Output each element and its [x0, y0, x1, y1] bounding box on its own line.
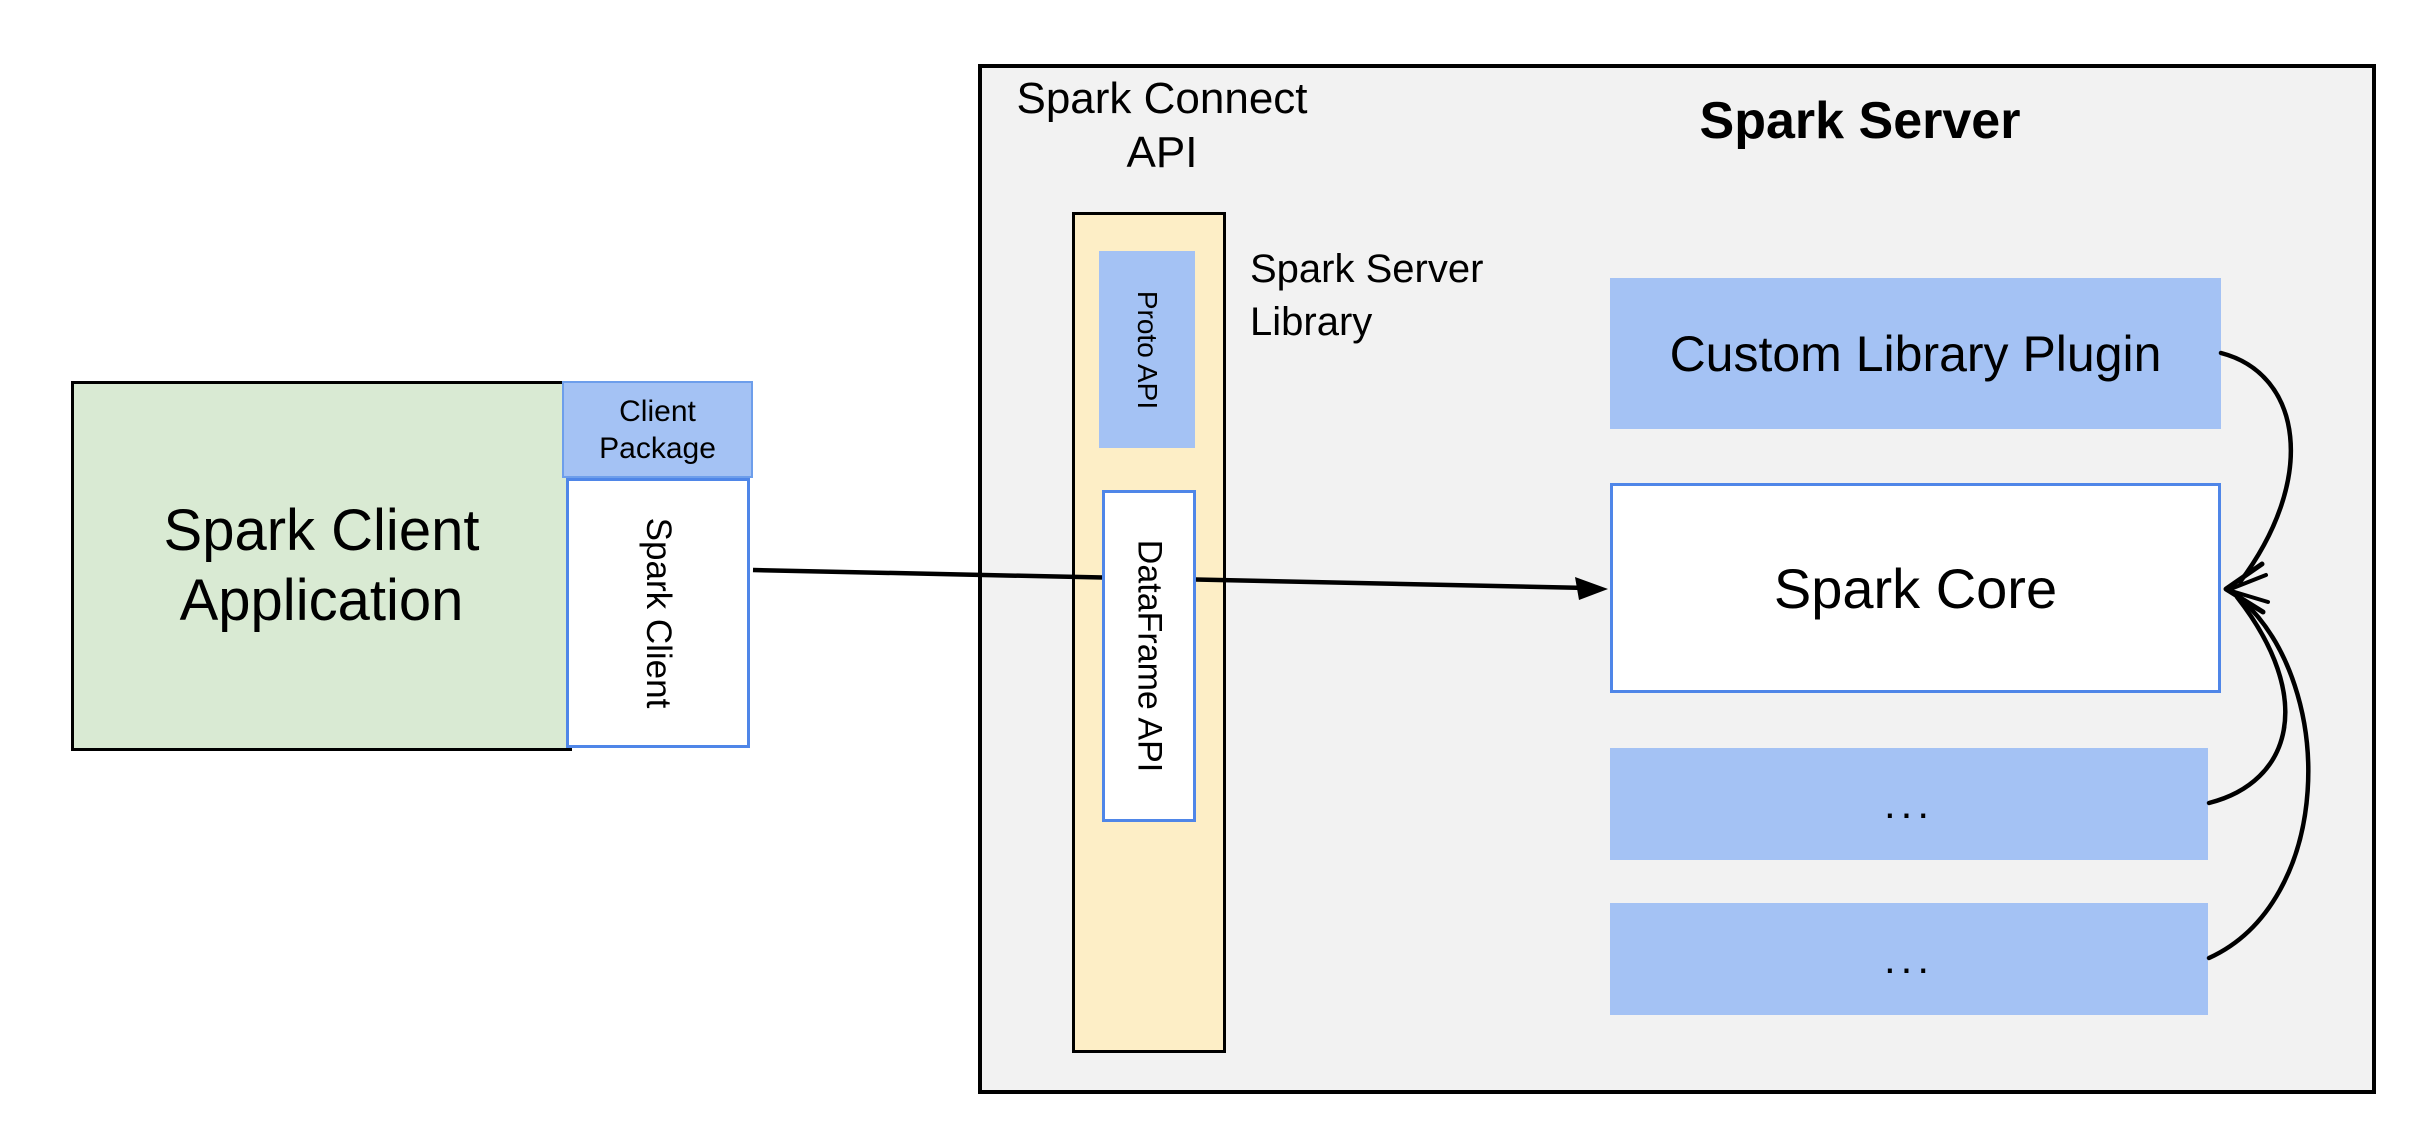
spark-server-title-text: Spark Server — [1699, 92, 2021, 150]
proto-api-box: Proto API — [1099, 251, 1195, 448]
plugin-slot-1-label: ... — [1883, 780, 1934, 827]
spark-client-application-line2: Application — [179, 568, 464, 633]
spark-client-label: Spark Client — [639, 517, 678, 709]
plugin-slot-2-box: ... — [1610, 903, 2208, 1015]
client-package-label-line1: Client — [619, 394, 696, 428]
custom-library-plugin-box: Custom Library Plugin — [1610, 278, 2221, 429]
spark-server-library-label-line2: Library — [1250, 300, 1373, 344]
spark-client-application-line1: Spark Client — [163, 498, 480, 563]
spark-server-library-label-line1: Spark Server — [1250, 247, 1484, 291]
spark-core-label: Spark Core — [1773, 556, 2058, 620]
spark-server-library-label: Spark Server Library — [1250, 243, 1670, 349]
spark-connect-api-title: Spark Connect API — [962, 72, 1362, 180]
spark-server-title: Spark Server — [1610, 90, 2110, 152]
client-package-label-line2: Package — [599, 431, 716, 465]
spark-connect-api-title-line1: Spark Connect — [1016, 74, 1308, 123]
dataframe-api-box: DataFrame API — [1102, 490, 1196, 822]
plugin-slot-2-label: ... — [1883, 935, 1934, 982]
spark-client-box: Spark Client — [566, 478, 750, 748]
spark-client-application-box: Spark Client Application — [71, 381, 572, 751]
client-package-box: Client Package — [562, 381, 753, 478]
dataframe-api-label: DataFrame API — [1130, 539, 1169, 773]
spark-connect-api-title-line2: API — [1126, 128, 1198, 177]
plugin-slot-1-box: ... — [1610, 748, 2208, 860]
proto-api-label: Proto API — [1132, 290, 1163, 409]
custom-library-plugin-label: Custom Library Plugin — [1669, 325, 2162, 382]
spark-core-box: Spark Core — [1610, 483, 2221, 693]
